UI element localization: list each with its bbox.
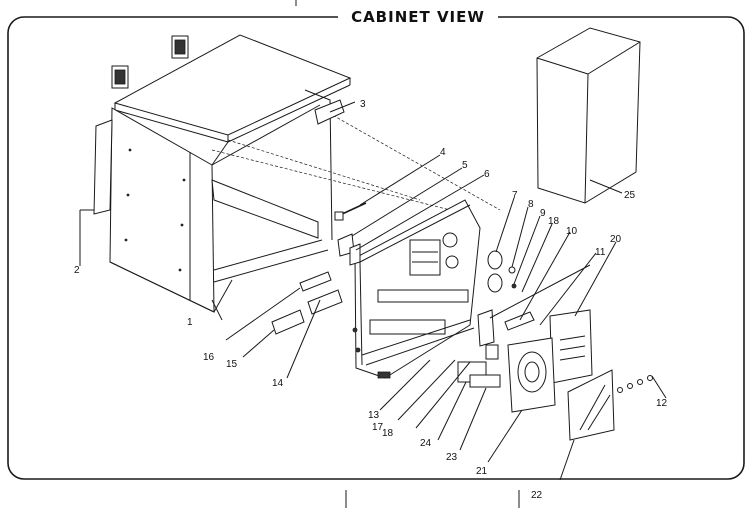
callout-9: 9	[540, 208, 546, 219]
dial-panel-21	[507, 337, 556, 413]
callout-20: 20	[610, 234, 622, 245]
part-10-strip	[504, 311, 535, 331]
part-20-panel	[477, 309, 495, 347]
callout-leaders	[79, 101, 667, 481]
callout-25: 25	[624, 190, 636, 201]
callout-7: 7	[512, 190, 518, 201]
top-bracket	[314, 99, 345, 125]
callout-10: 10	[566, 226, 578, 237]
callout-15: 15	[226, 359, 238, 370]
callout-6: 6	[484, 169, 490, 180]
part-4-shaft	[334, 202, 367, 221]
callout-5: 5	[462, 160, 468, 171]
callout-3: 3	[360, 99, 366, 110]
front-panel-11	[549, 309, 593, 384]
back-panel	[93, 119, 113, 215]
part-6-bracket	[349, 243, 361, 266]
callout-11: 11	[595, 247, 606, 258]
callout-17: 17	[372, 422, 384, 433]
callout-8: 8	[528, 199, 534, 210]
cabinet-body	[109, 34, 501, 313]
buttons-16	[299, 271, 332, 292]
speaker-box-25	[536, 27, 641, 204]
front-chassis	[352, 199, 481, 379]
callout-22: 22	[531, 490, 543, 501]
brand-badge-left	[111, 65, 129, 89]
switch-block-23-24	[457, 344, 501, 388]
buttons-14	[307, 289, 343, 315]
callout-16: 16	[203, 352, 215, 363]
callout-13: 13	[368, 410, 380, 421]
glass-panel-22	[567, 369, 615, 441]
callout-14: 14	[272, 378, 284, 389]
callout-12: 12	[656, 398, 668, 409]
buttons-15	[271, 309, 305, 335]
callout-numbers: 1 2 3 4 5 6 7 8 9 18 10 20 11 12 13 14 1…	[74, 99, 668, 501]
callout-24: 24	[420, 438, 432, 449]
knob-7b	[487, 273, 503, 293]
cabinet-shelf	[211, 179, 319, 239]
nut-9	[511, 283, 517, 289]
callout-1: 1	[187, 317, 193, 328]
washer-8	[508, 266, 516, 274]
callout-2: 2	[74, 265, 80, 276]
callout-4: 4	[440, 147, 446, 158]
callout-23: 23	[446, 452, 458, 463]
diagram-title: CABINET VIEW	[338, 6, 498, 28]
brand-badge-right	[171, 35, 189, 59]
callout-21: 21	[476, 466, 488, 477]
screws-12	[617, 375, 653, 393]
callout-18-upper: 18	[548, 216, 560, 227]
cabinet-side-panel	[109, 107, 215, 313]
knob-7	[487, 250, 503, 270]
callout-18-lower: 18	[382, 428, 394, 439]
